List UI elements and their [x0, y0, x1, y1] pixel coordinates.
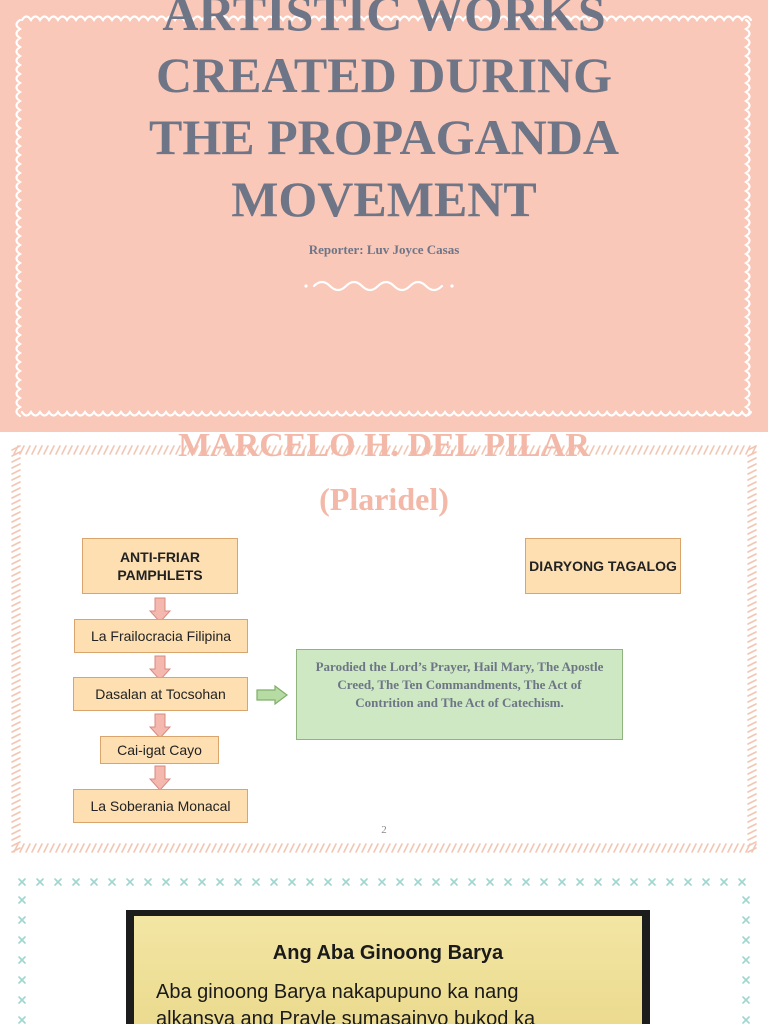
- pamphlet-item: Cai-igat Cayo: [100, 736, 219, 764]
- prayer-slide: Ang Aba Ginoong Barya Aba ginoong Barya …: [0, 864, 768, 1024]
- prayer-line: Aba ginoong Barya nakapupuno ka nang: [156, 981, 519, 1003]
- anti-friar-pamphlets-box: ANTI-FRIAR PAMPHLETS: [82, 538, 238, 594]
- cross-stitch-border-icon: [18, 878, 750, 1024]
- slide-subtitle: (Plaridel): [319, 481, 449, 517]
- down-arrow-icon: [149, 597, 171, 623]
- title-line: ARTISTIC WORKS: [162, 0, 606, 41]
- prayer-title: Ang Aba Ginoong Barya: [272, 942, 504, 964]
- diaryong-tagalog-box: DIARYONG TAGALOG: [525, 538, 681, 594]
- down-arrow-icon: [149, 655, 171, 681]
- down-arrow-icon: [149, 713, 171, 739]
- prayer-line: alkansya ang Prayle sumasainyo bukod ka: [156, 1008, 536, 1024]
- scalloped-border-icon: [15, 15, 753, 418]
- title-slide: ARTISTIC WORKS CREATED DURING THE PROPAG…: [0, 0, 768, 432]
- slide-title: MARCELO H. DEL PILAR: [178, 432, 590, 464]
- squiggle-divider-icon: [304, 280, 454, 292]
- hatched-border-icon: [11, 445, 757, 853]
- parody-description: Parodied the Lord’s Prayer, Hail Mary, T…: [296, 649, 623, 740]
- pamphlet-item: La Frailocracia Filipina: [74, 619, 248, 653]
- title-line: THE PROPAGANDA: [149, 109, 619, 165]
- prayer-panel: Ang Aba Ginoong Barya Aba ginoong Barya …: [134, 916, 642, 1024]
- reporter-name: Reporter: Luv Joyce Casas: [308, 242, 460, 257]
- del-pilar-slide: MARCELO H. DEL PILAR (Plaridel) ANTI-FRI…: [0, 432, 768, 864]
- title-line: CREATED DURING: [155, 47, 613, 103]
- page-number: 2: [381, 824, 387, 836]
- pamphlet-item: Dasalan at Tocsohan: [73, 677, 248, 711]
- pamphlet-item: La Soberania Monacal: [73, 789, 248, 823]
- right-arrow-icon: [256, 685, 288, 705]
- presentation-title: ARTISTIC WORKS CREATED DURING THE PROPAG…: [0, 0, 768, 230]
- title-line: MOVEMENT: [231, 171, 537, 227]
- down-arrow-icon: [149, 765, 171, 791]
- prayer-image: Ang Aba Ginoong Barya Aba ginoong Barya …: [126, 910, 650, 1024]
